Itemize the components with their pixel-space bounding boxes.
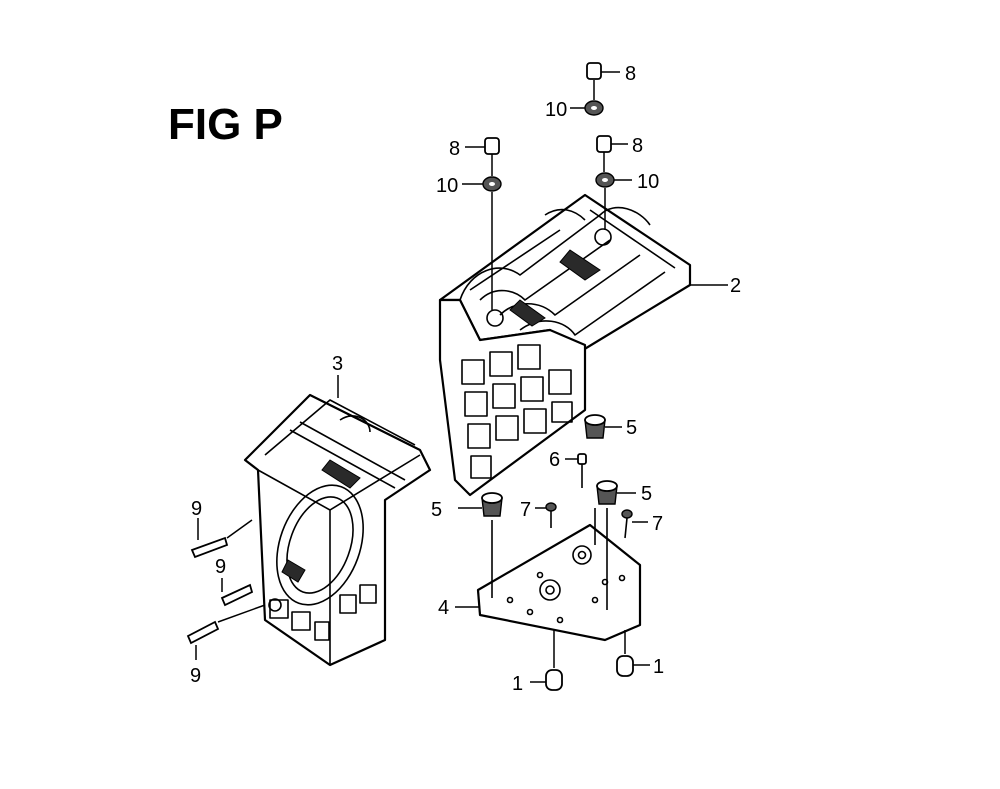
foot-1-a [530,630,563,691]
part-2-upper-plate [438,193,692,497]
part-3-side-casing [243,393,432,667]
callout-1: 1 [653,656,664,678]
nut-8-a [586,62,620,80]
callout-4: 4 [438,597,449,619]
callout-2: 2 [730,275,741,297]
bolt-9-c [186,604,266,660]
mount-5-a [584,414,622,439]
callout-9: 9 [191,498,202,520]
callout-3: 3 [332,353,343,375]
callouts: 8 10 8 8 10 10 2 3 5 6 5 5 7 7 9 9 4 9 1… [190,63,741,695]
callout-10: 10 [545,99,567,121]
callout-5: 5 [431,499,442,521]
callout-9: 9 [215,556,226,578]
callout-8: 8 [449,138,460,160]
callout-8: 8 [632,135,643,157]
washer-10-a [570,100,604,116]
callout-10: 10 [436,175,458,197]
mount-5-b [458,492,503,517]
bolt-6 [565,453,587,488]
callout-10: 10 [637,171,659,193]
foot-1-b [616,630,650,677]
callout-7: 7 [520,499,531,521]
part-4-base-plate [476,523,642,642]
bolt-9-b [220,578,254,607]
callout-1: 1 [512,673,523,695]
washer-10-c [595,172,632,188]
callout-5: 5 [641,483,652,505]
callout-6: 6 [549,449,560,471]
washer-10-b [462,176,502,192]
screw-7-a [535,502,557,528]
screw-7-b [621,509,648,539]
nut-8-c [596,135,628,153]
callout-7: 7 [652,513,663,535]
mount-5-c [596,480,636,505]
figure-title: FIG P [168,100,283,149]
callout-5: 5 [626,417,637,439]
callout-9: 9 [190,665,201,687]
callout-8: 8 [625,63,636,85]
bolt-9-a [190,518,253,559]
nut-8-b [465,137,500,155]
